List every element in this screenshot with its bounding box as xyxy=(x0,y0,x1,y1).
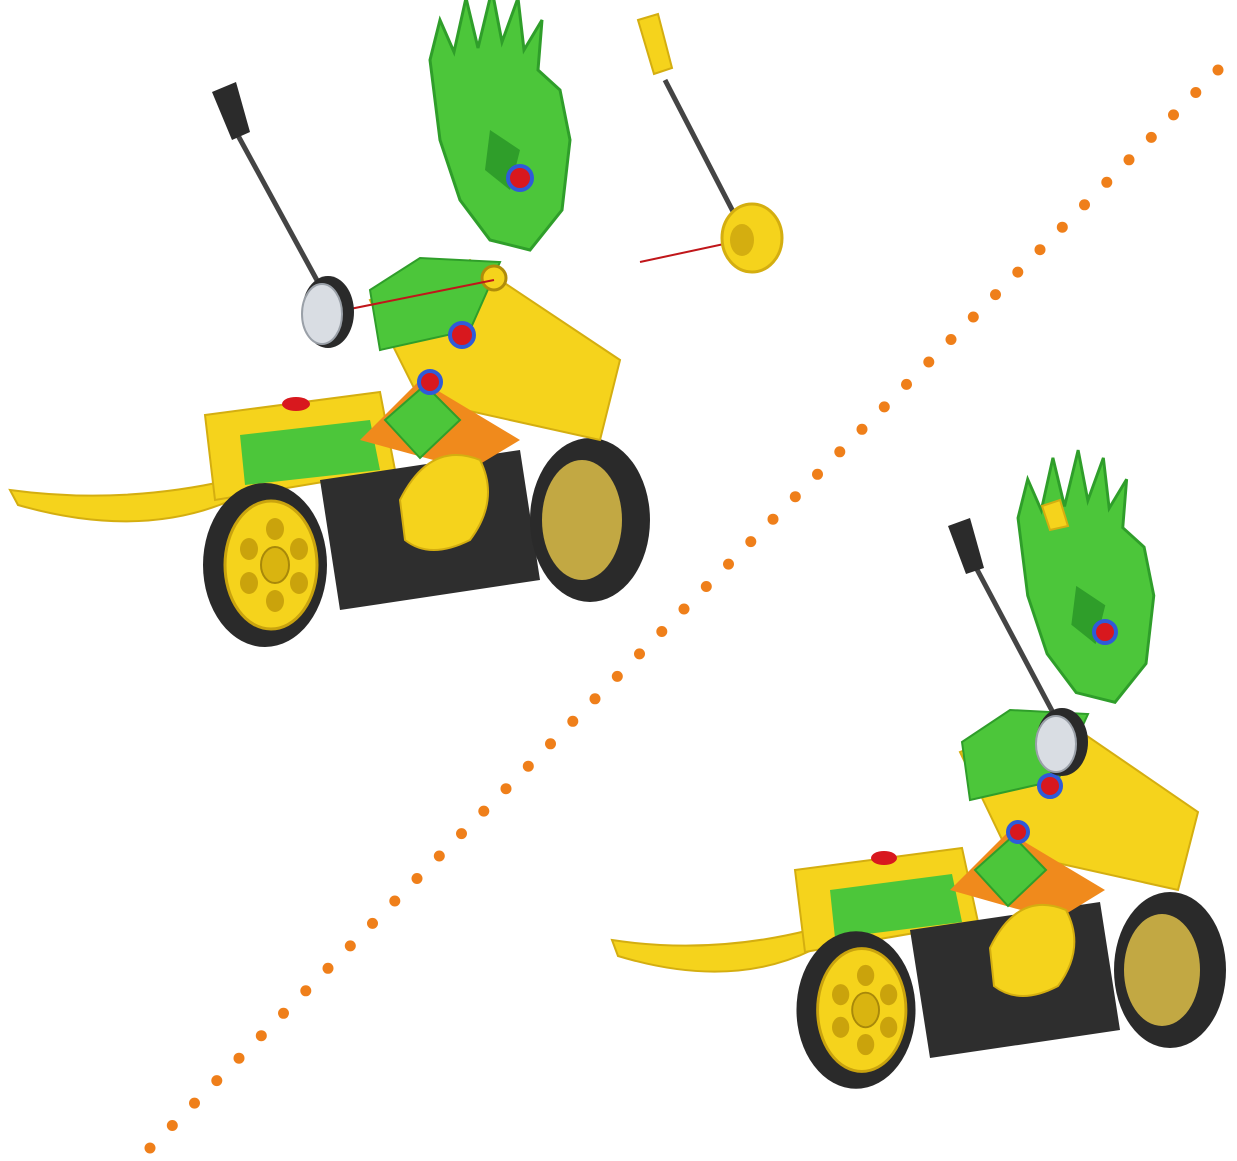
crest-part xyxy=(1018,450,1154,702)
divider-dot xyxy=(834,446,845,457)
front-wheel xyxy=(203,483,327,647)
divider-dot xyxy=(612,671,623,682)
divider-dot xyxy=(590,693,601,704)
red-button xyxy=(282,397,310,411)
right-lever-part xyxy=(638,14,782,272)
red-button xyxy=(871,851,897,865)
divider-dot xyxy=(990,289,1001,300)
divider-dot xyxy=(323,963,334,974)
left-lever-part xyxy=(212,82,354,348)
tail-part xyxy=(10,480,232,521)
red-cap xyxy=(508,166,532,190)
divider-dot xyxy=(523,761,534,772)
divider-dot xyxy=(478,806,489,817)
divider-dot xyxy=(434,851,445,862)
red-cap xyxy=(1094,621,1116,643)
divider-dot xyxy=(256,1030,267,1041)
divider-dot xyxy=(278,1008,289,1019)
rear-wheel xyxy=(530,438,650,602)
divider-dot xyxy=(389,896,400,907)
crest-part xyxy=(430,0,570,250)
divider-dot xyxy=(656,626,667,637)
divider-dot xyxy=(790,491,801,502)
divider-dot xyxy=(300,985,311,996)
divider-dot xyxy=(901,379,912,390)
divider-dot xyxy=(456,828,467,839)
divider-dot xyxy=(567,716,578,727)
divider-dot xyxy=(1146,132,1157,143)
divider-dot xyxy=(768,514,779,525)
divider-dot xyxy=(189,1098,200,1109)
red-cap xyxy=(1008,822,1028,842)
divider-dot xyxy=(145,1143,156,1154)
divider-dot xyxy=(679,604,690,615)
divider-dot xyxy=(367,918,378,929)
divider-dot xyxy=(545,738,556,749)
divider-dot xyxy=(1012,267,1023,278)
divider-dot xyxy=(345,940,356,951)
divider-dot xyxy=(923,357,934,368)
tail-part xyxy=(612,930,812,972)
divider-dot xyxy=(745,536,756,547)
front-wheel xyxy=(796,931,915,1088)
divider-dot xyxy=(1079,199,1090,210)
divider-dot xyxy=(812,469,823,480)
pivot-hub xyxy=(482,266,506,290)
exploded-robot xyxy=(10,0,782,647)
red-cap xyxy=(419,371,441,393)
divider-dot xyxy=(857,424,868,435)
divider-dot xyxy=(946,334,957,345)
divider-dot xyxy=(723,559,734,570)
divider-dot xyxy=(634,648,645,659)
divider-dot xyxy=(234,1053,245,1064)
divider-dot xyxy=(1168,109,1179,120)
divider-dot xyxy=(1190,87,1201,98)
divider-dot xyxy=(1035,244,1046,255)
red-cap xyxy=(450,323,474,347)
divider-dot xyxy=(879,401,890,412)
divider-dot xyxy=(1124,154,1135,165)
divider-dot xyxy=(701,581,712,592)
divider-dot xyxy=(1057,222,1068,233)
rear-wheel xyxy=(1114,892,1226,1048)
assembled-robot xyxy=(612,450,1226,1089)
divider-dot xyxy=(968,312,979,323)
red-cap xyxy=(1039,775,1061,797)
divider-dot xyxy=(501,783,512,794)
divider-dot xyxy=(1101,177,1112,188)
divider-dot xyxy=(1213,65,1224,76)
divider-dot xyxy=(412,873,423,884)
divider-dot xyxy=(211,1075,222,1086)
divider-dot xyxy=(167,1120,178,1131)
